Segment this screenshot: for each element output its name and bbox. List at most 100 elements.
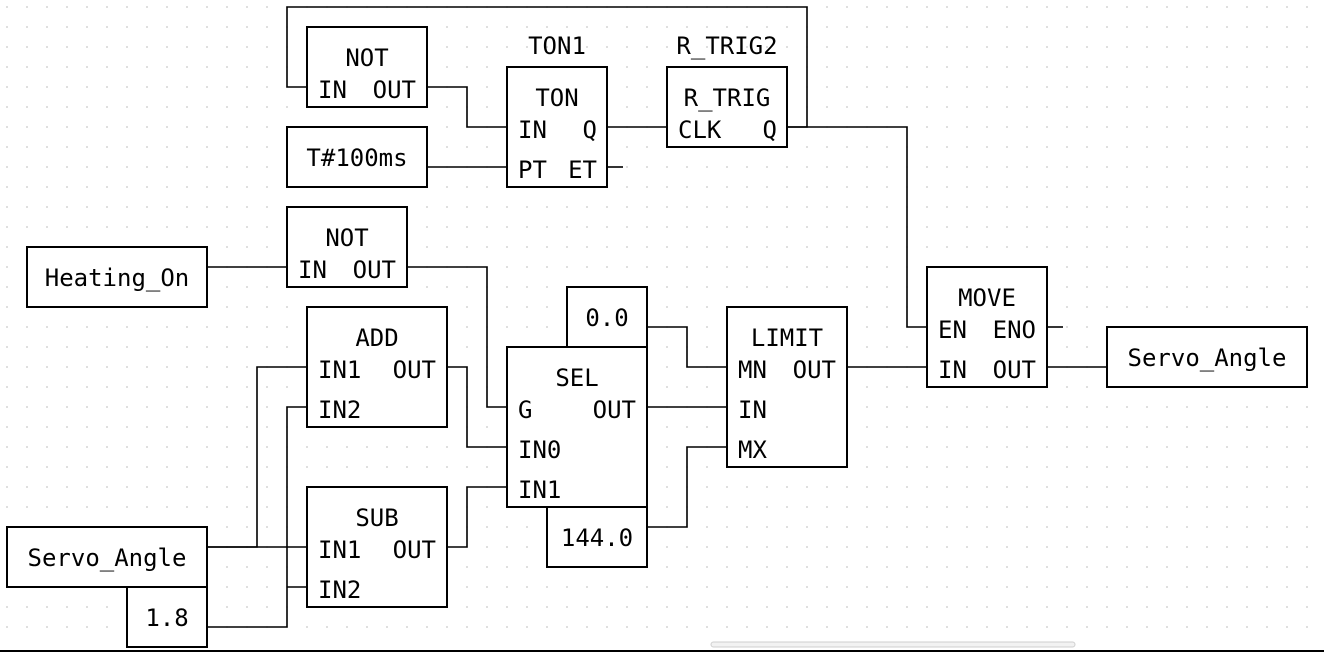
grid-dot <box>1066 146 1068 148</box>
grid-dot <box>1166 506 1168 508</box>
grid-dot <box>906 566 908 568</box>
grid-dot <box>26 226 28 228</box>
grid-dot <box>646 86 648 88</box>
grid-dot <box>326 466 328 468</box>
grid-dot <box>106 26 108 28</box>
wire-not-out-to-sel-g[interactable] <box>407 266 507 408</box>
variable-servo-angle-output[interactable]: Servo_Angle <box>1106 326 1308 388</box>
grid-dot <box>1186 206 1188 208</box>
grid-dot <box>46 46 48 48</box>
grid-dot <box>906 406 908 408</box>
sub-block[interactable]: SUB IN1 OUT IN2 <box>306 486 448 608</box>
variable-servo-angle-input[interactable]: Servo_Angle <box>6 526 208 588</box>
grid-dot <box>346 466 348 468</box>
grid-dot <box>766 546 768 548</box>
grid-dot <box>646 186 648 188</box>
grid-dot <box>1066 506 1068 508</box>
grid-dot <box>226 86 228 88</box>
grid-dot <box>926 226 928 228</box>
grid-dot <box>1246 126 1248 128</box>
grid-dot <box>946 566 948 568</box>
grid-dot <box>926 26 928 28</box>
grid-dot <box>1066 206 1068 208</box>
grid-dot <box>566 206 568 208</box>
wire-sub-out-to-sel-in1[interactable] <box>447 486 507 548</box>
grid-dot <box>806 286 808 288</box>
grid-dot <box>506 266 508 268</box>
grid-dot <box>486 246 488 248</box>
grid-dot <box>666 586 668 588</box>
wire-const-144-to-limit-mx[interactable] <box>647 446 727 528</box>
grid-dot <box>106 406 108 408</box>
move-block[interactable]: MOVE EN ENO IN OUT <box>926 266 1048 388</box>
grid-dot <box>1286 306 1288 308</box>
grid-dot <box>866 486 868 488</box>
variable-t100ms[interactable]: T#100ms <box>286 126 428 188</box>
not-block-top[interactable]: NOT IN OUT <box>306 26 428 108</box>
grid-dot <box>1266 6 1268 8</box>
grid-dot <box>1166 306 1168 308</box>
grid-dot <box>926 606 928 608</box>
grid-dot <box>1186 226 1188 228</box>
grid-dot <box>1166 66 1168 68</box>
ton-block[interactable]: TON IN Q PT ET <box>506 66 608 188</box>
constant-144-0[interactable]: 144.0 <box>546 506 648 568</box>
grid-dot <box>146 346 148 348</box>
grid-dot <box>966 566 968 568</box>
pin-label-q: Q <box>583 116 597 144</box>
grid-dot <box>1066 546 1068 548</box>
wire-not-out-to-ton-in[interactable] <box>427 86 507 128</box>
grid-dot <box>826 546 828 548</box>
sel-block[interactable]: SEL G OUT IN0 IN1 <box>506 346 648 508</box>
grid-dot <box>626 606 628 608</box>
grid-dot <box>1086 506 1088 508</box>
grid-dot <box>106 426 108 428</box>
constant-0-0[interactable]: 0.0 <box>566 286 648 348</box>
grid-dot <box>1166 26 1168 28</box>
grid-dot <box>1266 506 1268 508</box>
grid-dot <box>646 46 648 48</box>
grid-dot <box>1206 146 1208 148</box>
grid-dot <box>1306 266 1308 268</box>
horizontal-scrollbar-thumb[interactable] <box>710 641 1076 648</box>
limit-block[interactable]: LIMIT MN OUT IN MX <box>726 306 848 468</box>
grid-dot <box>646 146 648 148</box>
grid-dot <box>786 26 788 28</box>
grid-dot <box>1186 466 1188 468</box>
grid-dot <box>1006 146 1008 148</box>
grid-dot <box>1246 106 1248 108</box>
grid-dot <box>1046 246 1048 248</box>
grid-dot <box>486 226 488 228</box>
rtrig-block[interactable]: R_TRIG CLK Q <box>666 66 788 148</box>
grid-dot <box>886 526 888 528</box>
grid-dot <box>266 426 268 428</box>
grid-dot <box>1086 166 1088 168</box>
not-block-mid[interactable]: NOT IN OUT <box>286 206 408 288</box>
grid-dot <box>926 466 928 468</box>
wire-rtrig-q-to-move-en[interactable] <box>787 126 927 328</box>
grid-dot <box>246 466 248 468</box>
add-block[interactable]: ADD IN1 OUT IN2 <box>306 306 448 428</box>
constant-1-8[interactable]: 1.8 <box>126 586 208 648</box>
grid-dot <box>946 86 948 88</box>
grid-dot <box>606 46 608 48</box>
variable-heating-on[interactable]: Heating_On <box>26 246 208 308</box>
wire-add-out-to-sel-in0[interactable] <box>447 366 507 448</box>
grid-dot <box>526 306 528 308</box>
grid-dot <box>1186 86 1188 88</box>
grid-dot <box>146 466 148 468</box>
grid-dot <box>586 266 588 268</box>
grid-dot <box>186 146 188 148</box>
grid-dot <box>1066 286 1068 288</box>
wire-servo-angle-to-add-in1[interactable] <box>207 366 307 548</box>
grid-dot <box>1006 406 1008 408</box>
pin-label-in1: IN1 <box>318 356 361 384</box>
wire-const-to-add-in2[interactable] <box>207 406 307 628</box>
grid-dot <box>1006 226 1008 228</box>
grid-dot <box>1146 286 1148 288</box>
grid-dot <box>986 46 988 48</box>
grid-dot <box>446 246 448 248</box>
wire-const-0-to-limit-mn[interactable] <box>647 326 727 368</box>
grid-dot <box>1126 266 1128 268</box>
grid-dot <box>546 626 548 628</box>
